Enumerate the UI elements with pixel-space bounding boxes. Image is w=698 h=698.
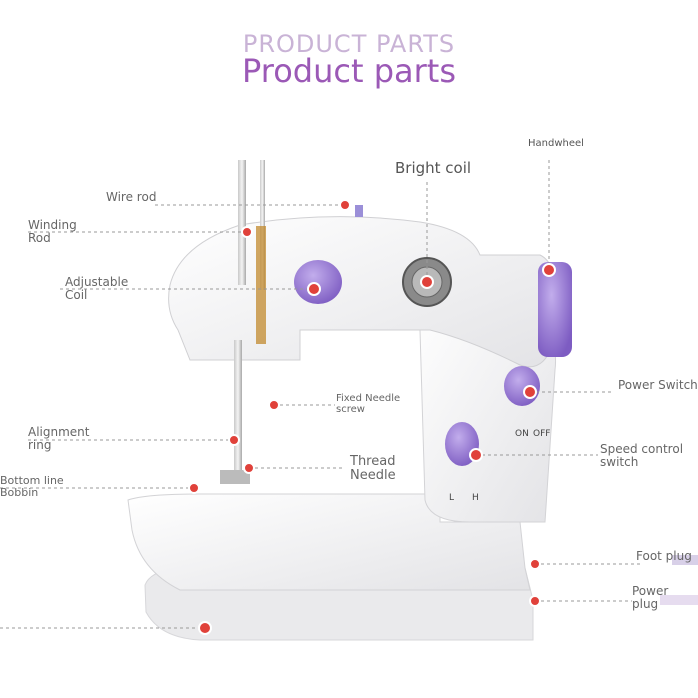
label-thread-needle: Thread Needle — [350, 454, 396, 483]
label-adjustable-coil: Adjustable Coil — [65, 275, 129, 302]
tension-knob — [294, 260, 342, 304]
marker-fixed-needle-screw — [268, 399, 280, 411]
leader-lines — [0, 160, 640, 629]
marker-foot-plug — [529, 558, 541, 570]
marker-alignment-ring — [228, 434, 240, 446]
marker-power-switch — [523, 385, 537, 399]
winding-rod — [260, 160, 265, 290]
page-title: Product parts — [242, 52, 456, 90]
marker-adjustable-coil — [307, 282, 321, 296]
label-handwheel: Handwheel — [528, 138, 584, 149]
label-foot-plug: Foot plug — [636, 549, 692, 563]
power-plug-cable — [660, 595, 698, 605]
marker-handwheel — [542, 263, 556, 277]
spool-pin — [355, 205, 363, 217]
needle-bar — [234, 340, 242, 480]
label-bright-coil: Bright coil — [395, 159, 472, 177]
foot-plug-cable — [672, 555, 698, 565]
marker-thread-needle — [243, 462, 255, 474]
marker-base — [198, 621, 212, 635]
marker-winding-rod — [241, 226, 253, 238]
label-power-plug: Power plug — [632, 584, 669, 611]
power-switch-knob — [504, 366, 540, 406]
label-alignment-ring: Alignment ring — [28, 425, 90, 452]
thread — [256, 226, 266, 344]
handwheel — [538, 262, 572, 357]
off-mark: OFF — [533, 429, 550, 439]
label-winding-rod: Winding Rod — [28, 218, 77, 245]
marker-bottom-bobbin — [188, 482, 200, 494]
title-english: PRODUCT PARTS — [242, 30, 456, 58]
wire-rod — [238, 160, 246, 285]
low-mark: L — [449, 493, 454, 503]
part-markers — [188, 199, 556, 635]
on-mark: ON — [515, 429, 529, 439]
label-fixed-needle-screw: Fixed Needle screw — [336, 393, 401, 415]
marker-power-plug — [529, 595, 541, 607]
label-wire-rod: Wire rod — [106, 190, 157, 204]
machine-arm — [168, 216, 558, 368]
label-power-switch: Power Switch — [618, 378, 698, 392]
label-bottom-line-bobbin: Bottom line Bobbin — [0, 474, 64, 499]
marker-wire-rod — [339, 199, 351, 211]
marker-bright-coil — [420, 275, 434, 289]
high-mark: H — [472, 493, 479, 503]
presser-foot — [220, 470, 250, 484]
label-speed-control-switch: Speed control switch — [600, 442, 684, 469]
machine-bed — [127, 493, 531, 591]
marker-speed-control — [469, 448, 483, 462]
